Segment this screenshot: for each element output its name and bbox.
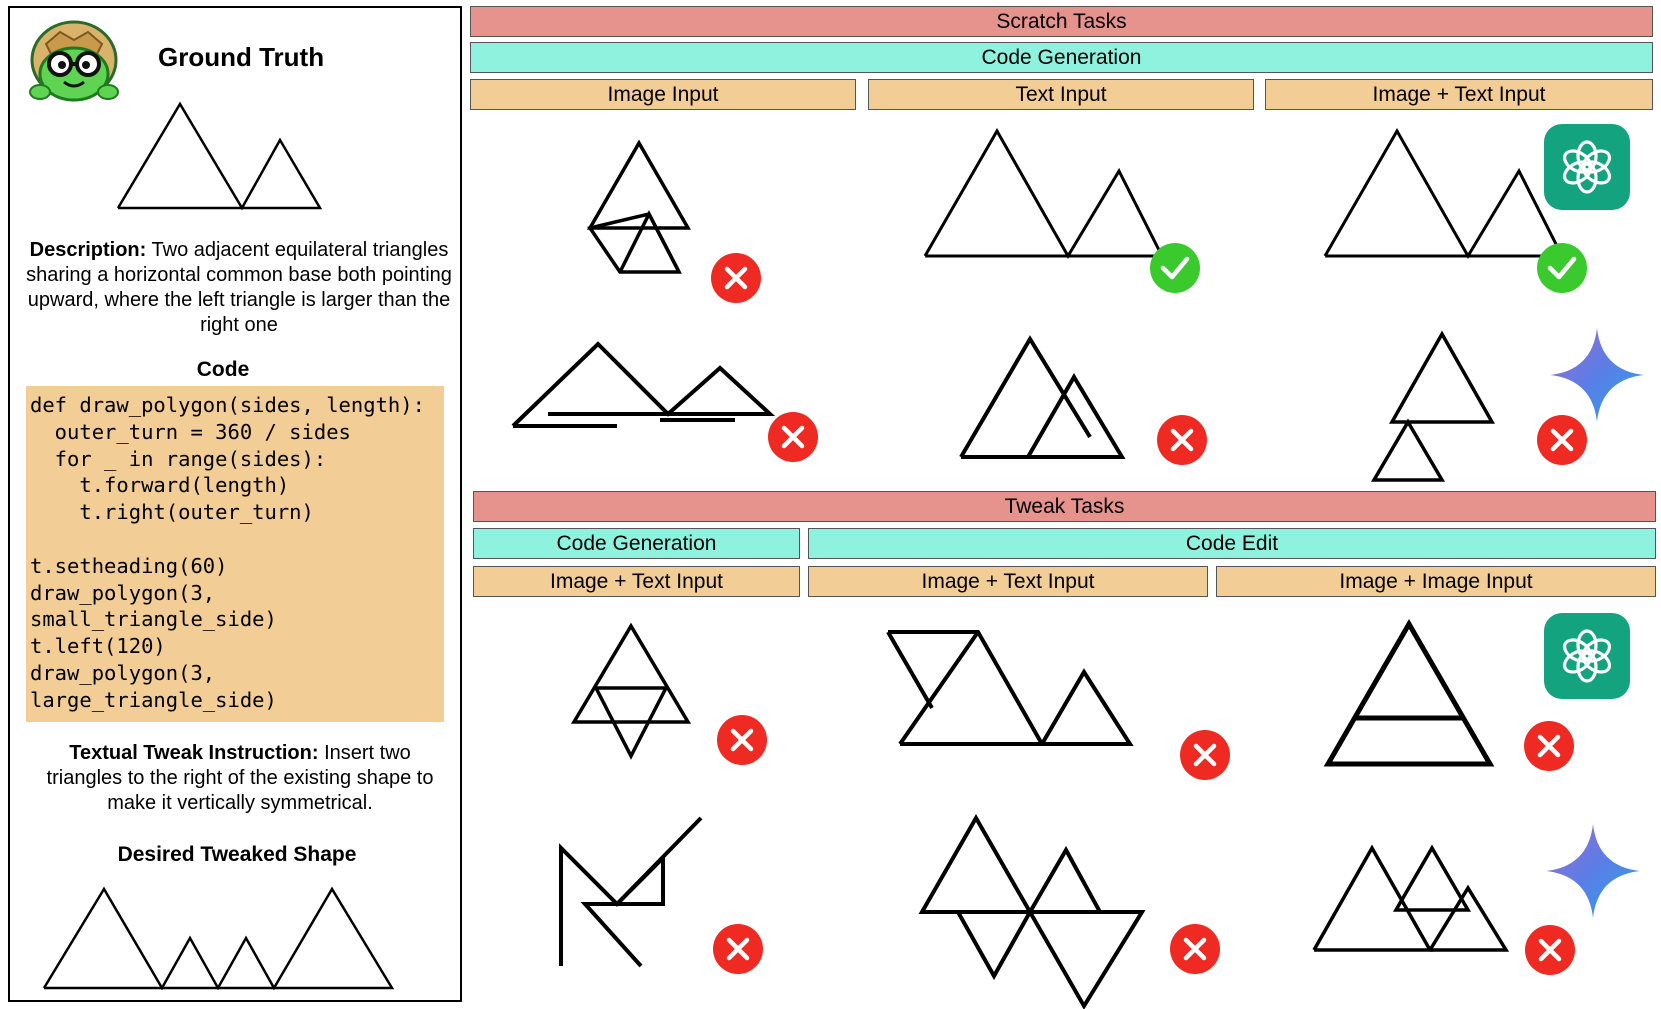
scratch-r1-text-input-correct-icon: [1150, 243, 1200, 293]
turtle-mascot-icon: [29, 20, 119, 102]
tweak-r2-gen-shape: [559, 816, 703, 968]
tweak-r1-image-input-wrong-icon: [1524, 721, 1574, 771]
instruction-label: Textual Tweak Instruction:: [69, 742, 319, 764]
tweak-col-image-text-input-edit: Image + Text Input: [808, 566, 1208, 597]
tweak-r1-edit-shape: [886, 630, 1134, 746]
scratch-col-image-text-input: Image + Text Input: [1265, 79, 1653, 110]
scratch-r1-image-text-input-correct-icon: [1537, 243, 1587, 293]
tweak-r2-edit-shape: [918, 813, 1146, 1009]
tweak-col-image-image-input: Image + Image Input: [1216, 566, 1656, 597]
gemini-star-icon: [1546, 824, 1640, 918]
desired-shape-title: Desired Tweaked Shape: [117, 843, 357, 866]
gpt-logo-icon: [1544, 124, 1630, 210]
tweak-r2-image-input-shape: [1312, 844, 1510, 952]
description-text: Two adjacent equilateral triangles shari…: [26, 239, 452, 336]
ground-truth-title: Ground Truth: [158, 42, 325, 72]
scratch-r1-image-input-shape: [586, 139, 692, 274]
tweak-col-image-text-input-gen: Image + Text Input: [473, 566, 800, 597]
scratch-r1-image-text-input-shape: [1323, 127, 1565, 259]
scratch-r1-text-input-shape: [923, 127, 1165, 259]
scratch-r2-image-text-input-shape: [1370, 330, 1496, 482]
scratch-r2-text-input-wrong-icon: [1157, 415, 1207, 465]
scratch-r2-image-input-shape: [511, 341, 776, 428]
ground-truth-panel: [8, 6, 462, 1002]
tweak-instruction: Textual Tweak Instruction: Insert two tr…: [40, 741, 440, 816]
code-title: Code: [196, 358, 250, 381]
scratch-r2-text-input-shape: [959, 335, 1126, 459]
scratch-code-generation-header: Code Generation: [470, 42, 1653, 73]
gpt-logo-icon: [1544, 613, 1630, 699]
scratch-r1-image-input-wrong-icon: [711, 253, 761, 303]
code-text: def draw_polygon(sides, length): outer_t…: [30, 393, 425, 712]
tweak-r1-image-input-shape: [1323, 619, 1495, 767]
tweak-code-edit-header: Code Edit: [808, 528, 1656, 559]
description: Description: Two adjacent equilateral tr…: [26, 238, 452, 338]
scratch-r2-image-input-wrong-icon: [768, 412, 818, 462]
scratch-col-text-input: Text Input: [868, 79, 1254, 110]
tweak-r2-gen-wrong-icon: [713, 924, 763, 974]
tweak-r2-edit-wrong-icon: [1170, 924, 1220, 974]
tweak-r2-image-input-wrong-icon: [1525, 925, 1575, 975]
code-block: def draw_polygon(sides, length): outer_t…: [26, 386, 444, 722]
description-label: Description:: [29, 239, 147, 261]
scratch-tasks-header: Scratch Tasks: [470, 6, 1653, 37]
scratch-col-image-input: Image Input: [470, 79, 856, 110]
desired-tweaked-shape: [42, 886, 395, 991]
tweak-code-generation-header: Code Generation: [473, 528, 800, 559]
tweak-r1-gen-shape: [570, 622, 692, 760]
scratch-r2-image-text-input-wrong-icon: [1537, 415, 1587, 465]
instruction-text: Insert two triangles to the right of the…: [46, 742, 434, 814]
gemini-star-icon: [1550, 328, 1644, 422]
tweak-tasks-header: Tweak Tasks: [473, 491, 1656, 522]
ground-truth-shape: [116, 101, 323, 211]
tweak-r1-gen-wrong-icon: [717, 715, 767, 765]
tweak-r1-edit-wrong-icon: [1180, 730, 1230, 780]
